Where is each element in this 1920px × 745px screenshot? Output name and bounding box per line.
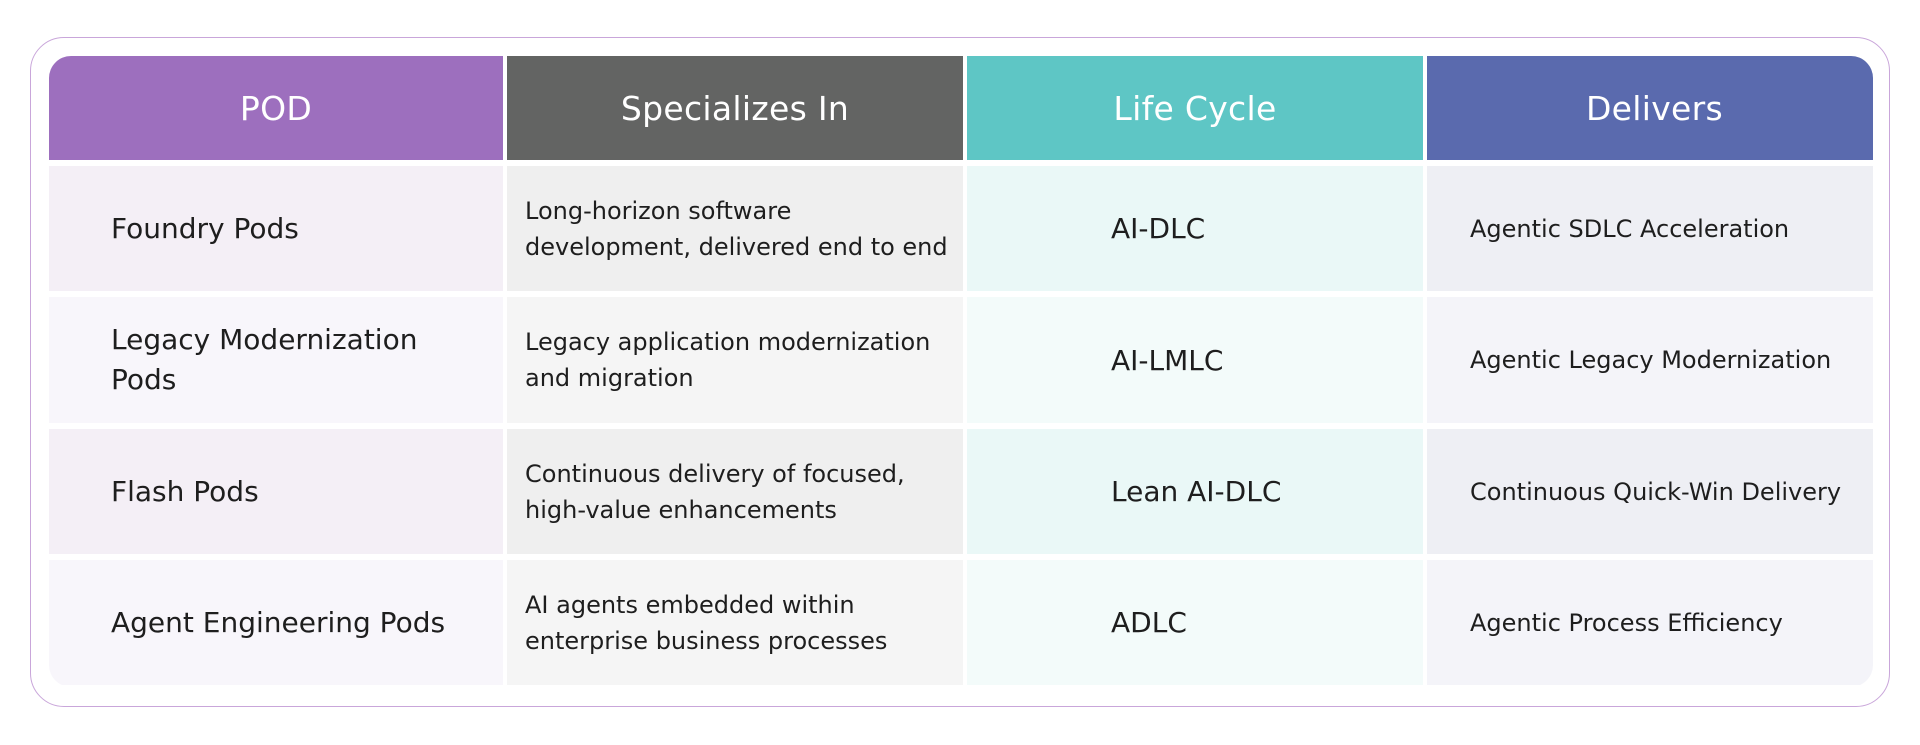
header-pod: POD bbox=[49, 56, 503, 160]
header-delivers: Delivers bbox=[1427, 56, 1873, 160]
cell-delivers: Continuous Quick-Win Delivery bbox=[1427, 429, 1873, 554]
header-specializes-in: Specializes In bbox=[507, 56, 963, 160]
cell-specializes-in: AI agents embedded within enterprise bus… bbox=[507, 560, 963, 685]
cell-specializes-in: Long-horizon software development, deliv… bbox=[507, 166, 963, 291]
header-life-cycle: Life Cycle bbox=[967, 56, 1423, 160]
pods-table-card: POD Specializes In Life Cycle Delivers F… bbox=[30, 37, 1890, 707]
cell-pod: Legacy Modernization Pods bbox=[49, 297, 503, 423]
cell-life-cycle: AI-DLC bbox=[967, 166, 1423, 291]
cell-delivers: Agentic SDLC Acceleration bbox=[1427, 166, 1873, 291]
cell-delivers: Agentic Legacy Modernization bbox=[1427, 297, 1873, 423]
cell-delivers: Agentic Process Efficiency bbox=[1427, 560, 1873, 685]
cell-pod: Agent Engineering Pods bbox=[49, 560, 503, 685]
cell-life-cycle: AI-LMLC bbox=[967, 297, 1423, 423]
cell-life-cycle: ADLC bbox=[967, 560, 1423, 685]
cell-specializes-in: Legacy application modernization and mig… bbox=[507, 297, 963, 423]
cell-specializes-in: Continuous delivery of focused, high-val… bbox=[507, 429, 963, 554]
pods-table: POD Specializes In Life Cycle Delivers F… bbox=[49, 56, 1873, 687]
cell-pod: Flash Pods bbox=[49, 429, 503, 554]
cell-life-cycle: Lean AI-DLC bbox=[967, 429, 1423, 554]
cell-pod: Foundry Pods bbox=[49, 166, 503, 291]
